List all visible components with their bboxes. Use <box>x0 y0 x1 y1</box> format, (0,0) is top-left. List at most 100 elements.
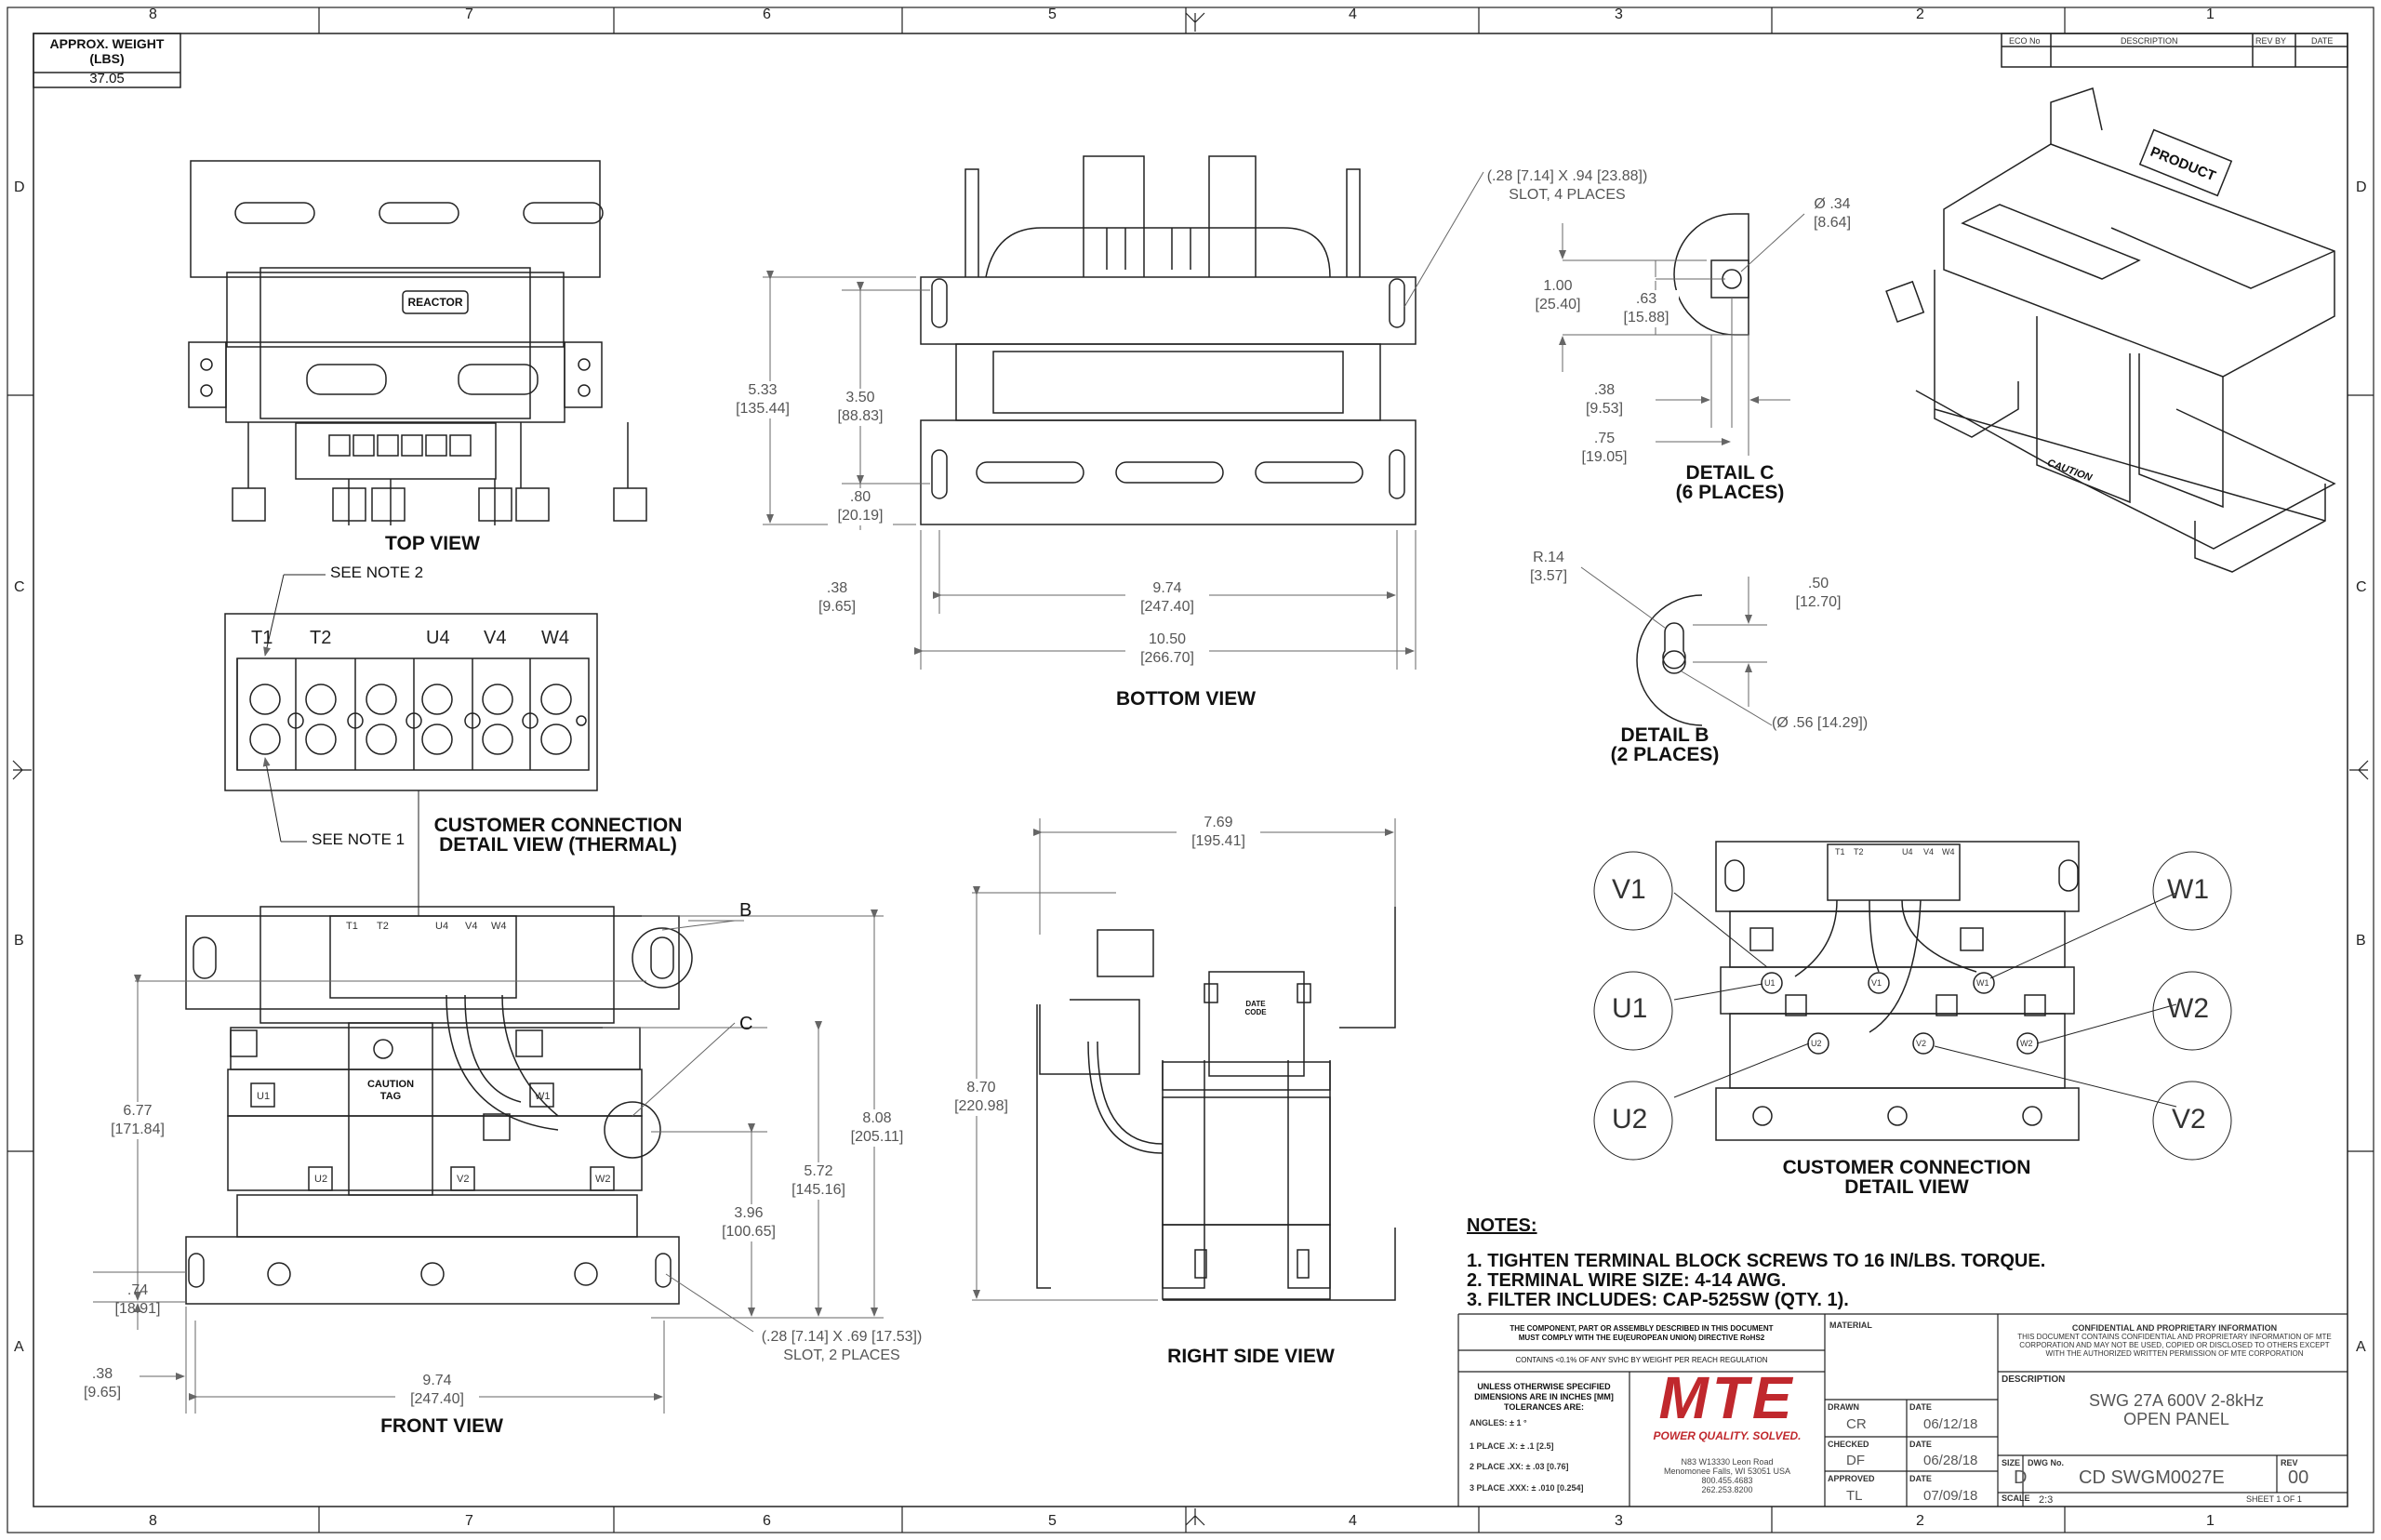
front-terminal-w4: W4 <box>491 921 507 932</box>
cc-detail-label-line1: CUSTOMER CONNECTION <box>1782 1157 2031 1178</box>
dim-3-96-in: 3.96 <box>734 1205 764 1221</box>
svhc-statement: CONTAINS <0.1% OF ANY SVHC BY WEIGHT PER… <box>1515 1356 1768 1364</box>
dim-slot-4-size: (.28 [7.14] X .94 [23.88]) <box>1486 168 1648 184</box>
mte-tagline: POWER QUALITY. SOLVED. <box>1653 1429 1802 1442</box>
detail-b-drawing <box>1636 594 1703 726</box>
description-text: SWG 27A 600V 2-8kHz OPEN PANEL <box>2023 1391 2330 1428</box>
cc-detail-label: CUSTOMER CONNECTION DETAIL VIEW <box>1758 1158 2055 1197</box>
zone-label-top-1: 1 <box>2206 7 2215 22</box>
detail-c-dims <box>1559 213 1805 456</box>
material-label: MATERIAL <box>1829 1321 1872 1330</box>
dim-0-38-bottom: .38 [9.65] <box>805 579 870 617</box>
detail-c-drawing <box>1673 213 1749 336</box>
top-view-label: TOP VIEW <box>385 533 480 554</box>
caution-tag-line1: CAUTION <box>366 1079 415 1090</box>
drawn-date-label: DATE <box>1909 1402 1932 1412</box>
callout-c: C <box>739 1014 753 1034</box>
drawn-label: DRAWN <box>1828 1402 1859 1412</box>
tolerance-3-place: 3 PLACE .XXX: ± .010 [0.254] <box>1470 1483 1584 1493</box>
dim-0-75-mm: [19.05] <box>1581 449 1628 465</box>
mte-phone-2: 262.253.8200 <box>1701 1485 1753 1494</box>
dim-3-50: 3.50 [88.83] <box>828 389 893 426</box>
cc-detail-drawing <box>1715 841 2080 1141</box>
zone-label-bottom-4: 4 <box>1349 1513 1357 1529</box>
zone-label-bottom-5: 5 <box>1048 1513 1057 1529</box>
drawn-by: CR <box>1846 1416 1867 1432</box>
dim-0-75-in: .75 <box>1593 431 1616 446</box>
size-label: SIZE <box>2002 1458 2021 1467</box>
zone-label-right-d: D <box>2356 179 2367 195</box>
cc-terminal-w4: W4 <box>1942 847 1955 856</box>
dim-0-63-mm: [15.88] <box>1623 310 1669 325</box>
rev-by-header: REV BY <box>2255 36 2287 46</box>
dim-8-70: 8.70 [220.98] <box>944 1079 1018 1116</box>
thermal-terminal-drawing <box>224 613 598 791</box>
zone-label-top-4: 4 <box>1349 7 1357 22</box>
title-block-lines <box>1457 1313 2348 1507</box>
right-side-dims <box>972 818 1396 1301</box>
description-line1: SWG 27A 600V 2-8kHz <box>2088 1391 2265 1410</box>
weight-title-line1: APPROX. WEIGHT <box>49 36 165 51</box>
dim-dia-0-34: Ø .34 [8.64] <box>1800 195 1865 232</box>
dim-0-50-mm: [12.70] <box>1795 594 1842 610</box>
right-side-view-label: RIGHT SIDE VIEW <box>1167 1346 1335 1367</box>
dim-7-69-mm: [195.41] <box>1191 833 1245 849</box>
detail-c-label-line2: (6 PLACES) <box>1675 482 1785 503</box>
date-code-line1: DATE <box>1245 1000 1266 1008</box>
dim-1-00-mm: [25.40] <box>1535 297 1581 312</box>
callout-b: B <box>739 900 752 921</box>
dim-slot-2-count: SLOT, 2 PLACES <box>783 1348 900 1363</box>
cc-coil-u1: U1 <box>1612 993 1648 1024</box>
reactor-label: REACTOR <box>407 296 463 309</box>
dim-10-50-mm: [266.70] <box>1140 650 1194 666</box>
dim-7-69-in: 7.69 <box>1204 815 1233 830</box>
thermal-callout-leaders <box>262 574 419 916</box>
zone-label-left-b: B <box>14 933 24 949</box>
tolerance-header-line1: UNLESS OTHERWISE SPECIFIED <box>1477 1382 1611 1391</box>
cc-terminal-t2: T2 <box>1854 847 1864 856</box>
approved-label: APPROVED <box>1828 1474 1875 1483</box>
detail-b-label-line2: (2 PLACES) <box>1610 744 1720 765</box>
front-view-drawing <box>185 906 693 1305</box>
dim-dia-0-34-in: Ø .34 <box>1814 196 1851 212</box>
detail-b-label-line1: DETAIL B <box>1620 724 1709 746</box>
thermal-terminal-u4: U4 <box>426 628 450 648</box>
dim-5-33-in: 5.33 <box>748 382 778 398</box>
checked-by: DF <box>1846 1453 1865 1468</box>
description-label: DESCRIPTION <box>2002 1374 2066 1385</box>
dim-5-72-in: 5.72 <box>804 1163 833 1179</box>
description-line2: OPEN PANEL <box>2123 1410 2229 1428</box>
zone-label-right-a: A <box>2356 1339 2366 1355</box>
zone-label-top-8: 8 <box>149 7 157 22</box>
dim-slot-2: (.28 [7.14] X .69 [17.53]) SLOT, 2 PLACE… <box>749 1328 935 1365</box>
front-coil-u2: U2 <box>314 1174 328 1185</box>
confidential-line3: WITH THE AUTHORIZED WRITTEN PERMISSION O… <box>2045 1349 2304 1358</box>
eu-compliance: THE COMPONENT, PART OR ASSEMBLY DESCRIBE… <box>1458 1324 1825 1343</box>
checked-label: CHECKED <box>1828 1440 1869 1449</box>
cc-terminal-v4: V4 <box>1923 847 1935 856</box>
dim-0-80-mm: [20.19] <box>837 508 884 524</box>
dim-0-80-in: .80 <box>849 489 871 505</box>
dim-6-77-mm: [171.84] <box>111 1122 165 1137</box>
date-code-line2: CODE <box>1244 1008 1267 1016</box>
zone-label-bottom-8: 8 <box>149 1513 157 1529</box>
approved-date: 07/09/18 <box>1923 1488 1978 1504</box>
size-value: D <box>2014 1467 2028 1488</box>
dim-6-77: 6.77 [171.84] <box>100 1102 175 1139</box>
front-terminal-t1: T1 <box>346 921 358 932</box>
dim-9-74-front-mm: [247.40] <box>410 1391 464 1407</box>
weight-title: APPROX. WEIGHT (LBS) <box>33 36 180 66</box>
dim-3-50-in: 3.50 <box>845 390 875 405</box>
note-3: 3. FILTER INCLUDES: CAP-525SW (QTY. 1). <box>1467 1290 1849 1310</box>
dim-1-00: 1.00 [25.40] <box>1525 277 1590 314</box>
dim-0-63: .63 [15.88] <box>1614 290 1679 327</box>
dim-9-74-bottom: 9.74 [247.40] <box>1125 579 1209 617</box>
zone-label-top-3: 3 <box>1615 7 1623 22</box>
see-note-2-callout: SEE NOTE 2 <box>330 564 424 581</box>
dim-5-33-mm: [135.44] <box>736 401 790 417</box>
zone-label-left-d: D <box>14 179 25 195</box>
checked-date: 06/28/18 <box>1923 1453 1978 1468</box>
cc-small-v2: V2 <box>1916 1039 1927 1048</box>
cc-coil-w1: W1 <box>2167 874 2209 905</box>
confidential-line2: CORPORATION AND MAY NOT BE USED, COPIED … <box>2019 1341 2330 1349</box>
